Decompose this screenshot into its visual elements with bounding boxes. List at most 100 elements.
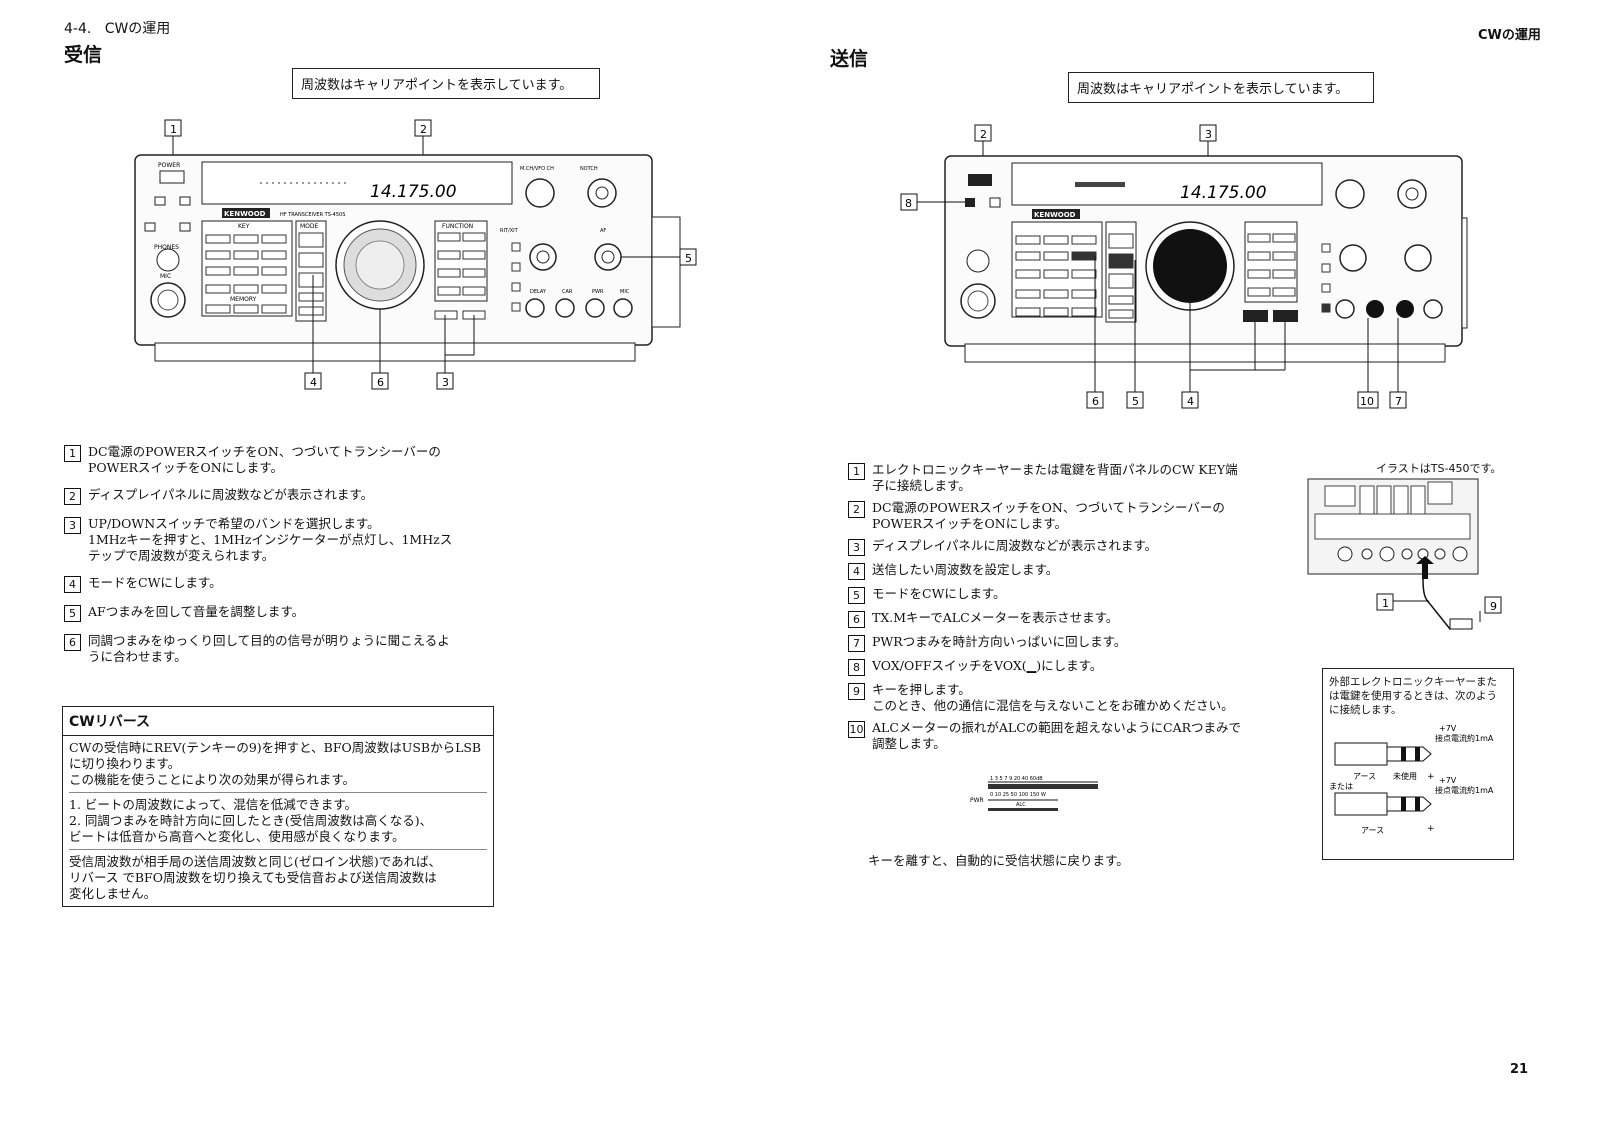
cw-reverse-outro: 受信周波数が相手局の送信周波数と同じ(ゼロイン状態)であれば、 リバース でBF…: [69, 854, 442, 901]
left-radio-illustration: POWER 14.175.00 KENWOOD HF TRANSCEIVER T…: [134, 119, 697, 390]
meter-alc-label: ALC: [1016, 802, 1026, 808]
step-number: 6: [64, 634, 81, 651]
right-carrier-note: 周波数はキャリアポイントを表示しています。: [1068, 72, 1374, 103]
release-note: キーを離すと、自動的に受信状態に戻ります。: [868, 853, 1129, 868]
mic-gain-label: MIC: [620, 289, 630, 295]
transmit-step: 5 モードをCWにします。: [848, 586, 1288, 604]
cw-reverse-title: CWリバース: [63, 707, 493, 736]
step-number: 5: [848, 587, 865, 604]
step-number: 5: [64, 605, 81, 622]
step-text: TX.MキーでALCメーターを表示させます。: [872, 610, 1119, 625]
meter-pwr-label: PWR: [970, 797, 984, 804]
section-title: CWの運用: [104, 21, 171, 37]
meter-scale-top: 1 3 5 7 9 20 40 60dB: [990, 776, 1043, 782]
rear-panel-illustration: 1 9: [1307, 478, 1502, 630]
left-callout-3: 3: [442, 376, 449, 389]
page-number: 21: [1510, 1062, 1529, 1077]
external-keyer-box: 外部エレクトロニックキーヤーまた は電鍵を使用するときは、次のよう に接続します…: [1322, 668, 1514, 860]
model-label: HF TRANSCEIVER TS-450S: [280, 212, 345, 218]
earth-label-2: アース: [1361, 826, 1384, 835]
right-callout-5: 5: [1132, 395, 1139, 408]
plus7v-label-1: +7V: [1439, 724, 1457, 733]
transmit-step: 6 TX.MキーでALCメーターを表示させます。: [848, 610, 1288, 628]
step-text: モードをCWにします。: [872, 586, 1006, 601]
receive-heading: 受信: [64, 44, 103, 66]
step-text: DC電源のPOWERスイッチをON、つづいてトランシーバーの POWERスイッチ…: [872, 500, 1225, 531]
step-number: 2: [64, 488, 81, 505]
transmit-step: 7 PWRつまみを時計方向いっぱいに回します。: [848, 634, 1288, 652]
step-number: 1: [848, 463, 865, 480]
plus7v-label-2: +7V: [1439, 776, 1457, 785]
left-callout-6: 6: [377, 376, 384, 389]
unused-label: 未使用: [1393, 771, 1417, 781]
alc-meter-illustration: 1 3 5 7 9 20 40 60dB 0 10 25 50 100 150 …: [970, 776, 1098, 811]
right-callout-6: 6: [1092, 395, 1099, 408]
right-display-frequency: 14.175.00: [1180, 183, 1267, 203]
step-text: 同調つまみをゆっくり回して目的の信号が明りょうに聞こえるよ うに合わせます。: [88, 633, 450, 664]
step-text: 送信したい周波数を設定します。: [872, 562, 1059, 577]
transmit-step: 10 ALCメーターの振れがALCの範囲を超えないようにCARつまみで 調整します…: [848, 720, 1288, 752]
keyer-instructions: 外部エレクトロニックキーヤーまた は電鍵を使用するときは、次のよう に接続します…: [1329, 676, 1497, 716]
current-label-2: 接点電流約1mA: [1435, 785, 1494, 795]
pwr-label: PWR: [592, 289, 604, 295]
step-number: 8: [848, 659, 865, 676]
current-label-1: 接点電流約1mA: [1435, 733, 1494, 743]
mode-label: MODE: [300, 223, 319, 230]
delay-label: DELAY: [530, 289, 547, 295]
cw-reverse-item: 2. 同調つまみを時計方向に回したとき(受信周波数は高くなる)、 ビートは低音か…: [69, 813, 433, 844]
cw-reverse-list: 1. ビートの周波数によって、混信を低減できます。 2. 同調つまみを時計方向に…: [63, 793, 493, 849]
cw-reverse-box: CWリバース CWの受信時にREV(テンキーの9)を押すと、BFO周波数はUSB…: [62, 706, 494, 907]
step-number: 4: [848, 563, 865, 580]
memory-label: MEMORY: [230, 296, 257, 303]
transmit-heading: 送信: [830, 48, 869, 70]
af-label: AF: [600, 228, 606, 234]
cw-reverse-item: 1. ビートの周波数によって、混信を低減できます。: [69, 797, 358, 812]
receive-step: 6 同調つまみをゆっくり回して目的の信号が明りょうに聞こえるよ うに合わせます。: [64, 633, 504, 665]
notch-label: NOTCH: [580, 166, 598, 172]
earth-label-1: アース: [1353, 772, 1376, 781]
step-text: ディスプレイパネルに周波数などが表示されます。: [872, 538, 1158, 553]
step-text: ディスプレイパネルに周波数などが表示されます。: [88, 487, 374, 502]
step-number: 1: [64, 445, 81, 462]
transmit-step: 9 キーを押します。 このとき、他の通信に混信を与えないことをお確かめください。: [848, 682, 1288, 714]
step-text: PWRつまみを時計方向いっぱいに回します。: [872, 634, 1127, 649]
step-text: ALCメーターの振れがALCの範囲を超えないようにCARつまみで 調整します。: [872, 720, 1242, 751]
meter-scale-mid: 0 10 25 50 100 150 W: [990, 792, 1046, 798]
plus-label-2: +: [1427, 824, 1435, 834]
right-callout-7: 7: [1395, 395, 1402, 408]
right-header: CWの運用: [1478, 28, 1541, 43]
plug-diagram: +7V 接点電流約1mA アース 未使用 + または +7V 接点電流約1mA …: [1329, 724, 1494, 835]
step-number: 7: [848, 635, 865, 652]
display-frequency: 14.175.00: [370, 182, 457, 202]
right-callout-4: 4: [1187, 395, 1194, 408]
step-number: 9: [848, 683, 865, 700]
plus-label-1: +: [1427, 772, 1435, 782]
or-label: または: [1329, 782, 1353, 791]
left-carrier-note: 周波数はキャリアポイントを表示しています。: [292, 68, 600, 99]
step-number: 10: [848, 721, 865, 738]
phones-label: PHONES: [154, 244, 179, 251]
right-brand-label: KENWOOD: [1034, 211, 1076, 219]
left-callout-5: 5: [685, 252, 692, 265]
step-number: 6: [848, 611, 865, 628]
mic-label: MIC: [160, 273, 171, 280]
cw-reverse-intro: CWの受信時にREV(テンキーの9)を押すと、BFO周波数はUSBからLSB に…: [69, 740, 482, 787]
right-callout-2: 2: [980, 128, 987, 141]
receive-step: 2 ディスプレイパネルに周波数などが表示されます。: [64, 487, 504, 505]
step-number: 3: [64, 517, 81, 534]
mch-label: M.CH/VFO CH: [520, 166, 554, 172]
rear-caption: イラストはTS-450です。: [1376, 462, 1502, 475]
section-header: 4-4. CWの運用: [64, 18, 170, 38]
step-text: キーを押します。 このとき、他の通信に混信を与えないことをお確かめください。: [872, 682, 1234, 713]
function-label: FUNCTION: [442, 223, 473, 230]
right-radio-illustration: 14.175.00 KENWOOD 8 2 3 6 5: [900, 124, 1468, 409]
key-label: KEY: [238, 223, 250, 230]
section-number: 4-4.: [64, 21, 92, 37]
